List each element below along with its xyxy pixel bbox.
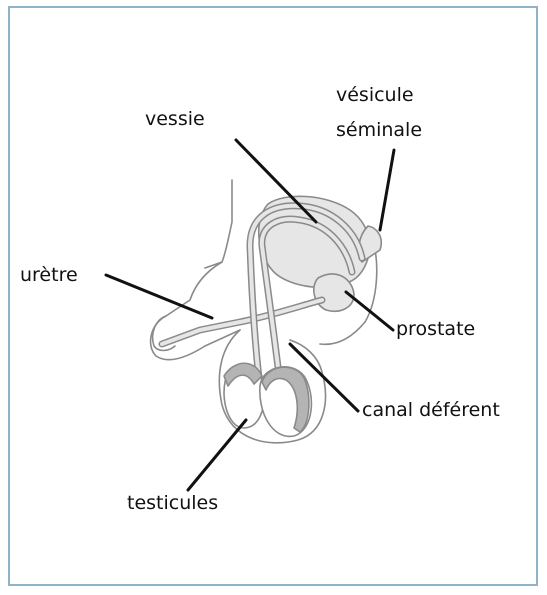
label-vesicule-line2: séminale <box>336 121 422 140</box>
label-vesicule-line1: vésicule <box>336 86 414 105</box>
label-testicules: testicules <box>127 494 218 513</box>
label-vessie: vessie <box>145 110 205 129</box>
leader-vesicule <box>380 150 394 230</box>
leader-testicules <box>188 420 246 490</box>
leader-prostate <box>346 292 393 330</box>
label-canal-deferent: canal déférent <box>362 401 500 420</box>
label-prostate: prostate <box>396 320 475 339</box>
body-outline <box>205 180 232 268</box>
label-uretre: urètre <box>20 266 78 285</box>
